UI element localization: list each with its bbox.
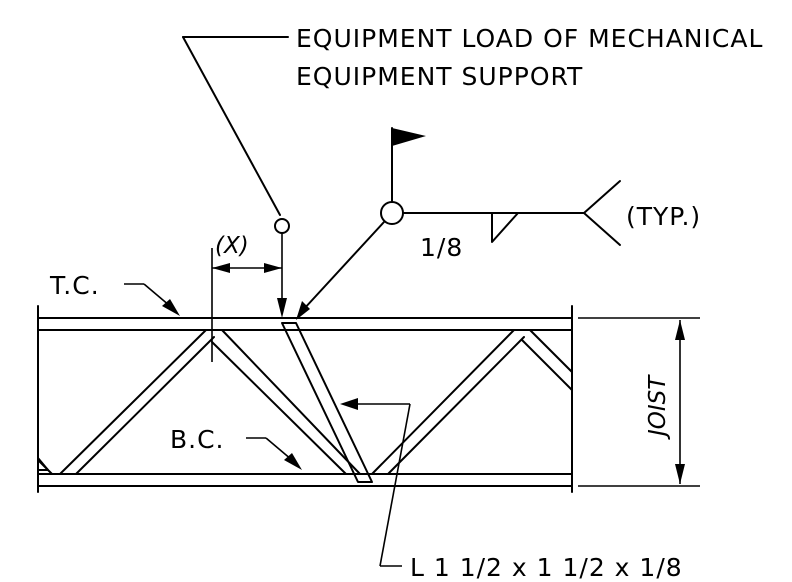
top-chord [37, 317, 573, 331]
dimension-x [211, 248, 282, 362]
angle-member-label: L 1 1/2 x 1 1/2 x 1/8 [410, 553, 683, 582]
joist-label: JOIST [645, 374, 671, 440]
angle-member [281, 322, 373, 483]
weld-size-label: 1/8 [420, 233, 463, 262]
bc-leader [246, 437, 302, 470]
weld-typ-label: (TYP.) [626, 202, 701, 231]
equipment-load-line2: EQUIPMENT SUPPORT [296, 62, 583, 91]
top-chord-label: T.C. [49, 271, 100, 300]
field-weld-flag-icon [392, 128, 426, 146]
bottom-chord-label: B.C. [170, 425, 225, 454]
bottom-chord [37, 473, 573, 487]
equipment-load-line1: EQUIPMENT LOAD OF MECHANICAL [296, 24, 763, 53]
angle-member-leader [340, 398, 411, 567]
dimension-x-label: (X) [215, 233, 249, 259]
tc-leader [124, 283, 180, 316]
web-members [37, 329, 573, 475]
joist-depth-dimension [578, 317, 700, 487]
weld-symbol [296, 127, 621, 320]
equipment-load-leader [182, 36, 290, 318]
